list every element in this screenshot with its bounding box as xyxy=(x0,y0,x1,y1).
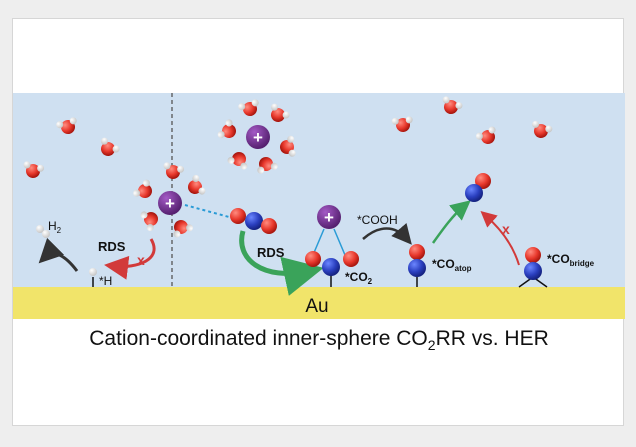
cooh-step-arrow xyxy=(362,223,412,245)
blocked-mark-co: x xyxy=(502,221,510,237)
figure-frame: Au + + xyxy=(12,18,625,426)
water-molecule xyxy=(56,117,77,134)
coordination-dotted-line xyxy=(184,204,230,218)
co2-adsorption-arrow xyxy=(239,230,324,296)
caption-subscript: 2 xyxy=(427,337,436,354)
blocked-mark-her: x xyxy=(137,252,145,268)
figure-caption: Cation-coordinated inner-sphere CO2RR vs… xyxy=(13,327,625,353)
caption-text: Cation-coordinated inner-sphere CO xyxy=(89,327,428,350)
h-ads-label: *H xyxy=(99,274,112,288)
cooh-label: *COOH xyxy=(357,213,398,227)
water-molecules xyxy=(23,96,553,178)
co-bridge-label: *CObridge xyxy=(547,252,595,268)
h2-label: H2 xyxy=(48,219,62,235)
hydrated-cation-interfacial: + xyxy=(133,162,206,238)
co-bridge xyxy=(518,247,548,288)
caption-text-end: RR vs. HER xyxy=(435,327,549,350)
her-rds-arrow xyxy=(104,238,156,280)
co2-ads-label: *CO2 xyxy=(345,270,373,286)
co-desorption-arrow xyxy=(431,200,471,244)
co-desorbed xyxy=(465,173,491,202)
water-molecule xyxy=(100,137,120,156)
co-bridge-blocked-arrow xyxy=(480,211,520,266)
surface-label: Au xyxy=(305,296,328,317)
co2-molecule-solution xyxy=(230,208,277,234)
cation-symbol: + xyxy=(253,128,263,147)
coordination-line xyxy=(312,228,325,256)
reaction-scheme: Au + + xyxy=(13,93,625,319)
rds-label-her: RDS xyxy=(98,239,126,254)
adsorbed-co2 xyxy=(305,251,359,287)
cation-icon xyxy=(317,205,341,229)
co-atop-label: *COatop xyxy=(432,257,472,273)
water-molecule xyxy=(475,126,496,144)
water-molecule xyxy=(391,116,413,132)
coordination-line xyxy=(333,228,346,256)
water-molecule xyxy=(532,120,553,138)
h2-molecule xyxy=(36,225,50,238)
water-molecule xyxy=(442,96,463,114)
cation-icon xyxy=(246,125,270,149)
cation-icon xyxy=(158,191,182,215)
hydrated-cation-free: + xyxy=(217,99,296,174)
cation-symbol: + xyxy=(165,194,175,213)
h2-evolution-arrow xyxy=(38,237,79,272)
adsorbed-h xyxy=(89,268,97,287)
co-atop xyxy=(408,244,426,287)
water-molecule xyxy=(23,161,45,178)
cation-symbol: + xyxy=(324,208,334,227)
rds-label-co2rr: RDS xyxy=(257,245,285,260)
